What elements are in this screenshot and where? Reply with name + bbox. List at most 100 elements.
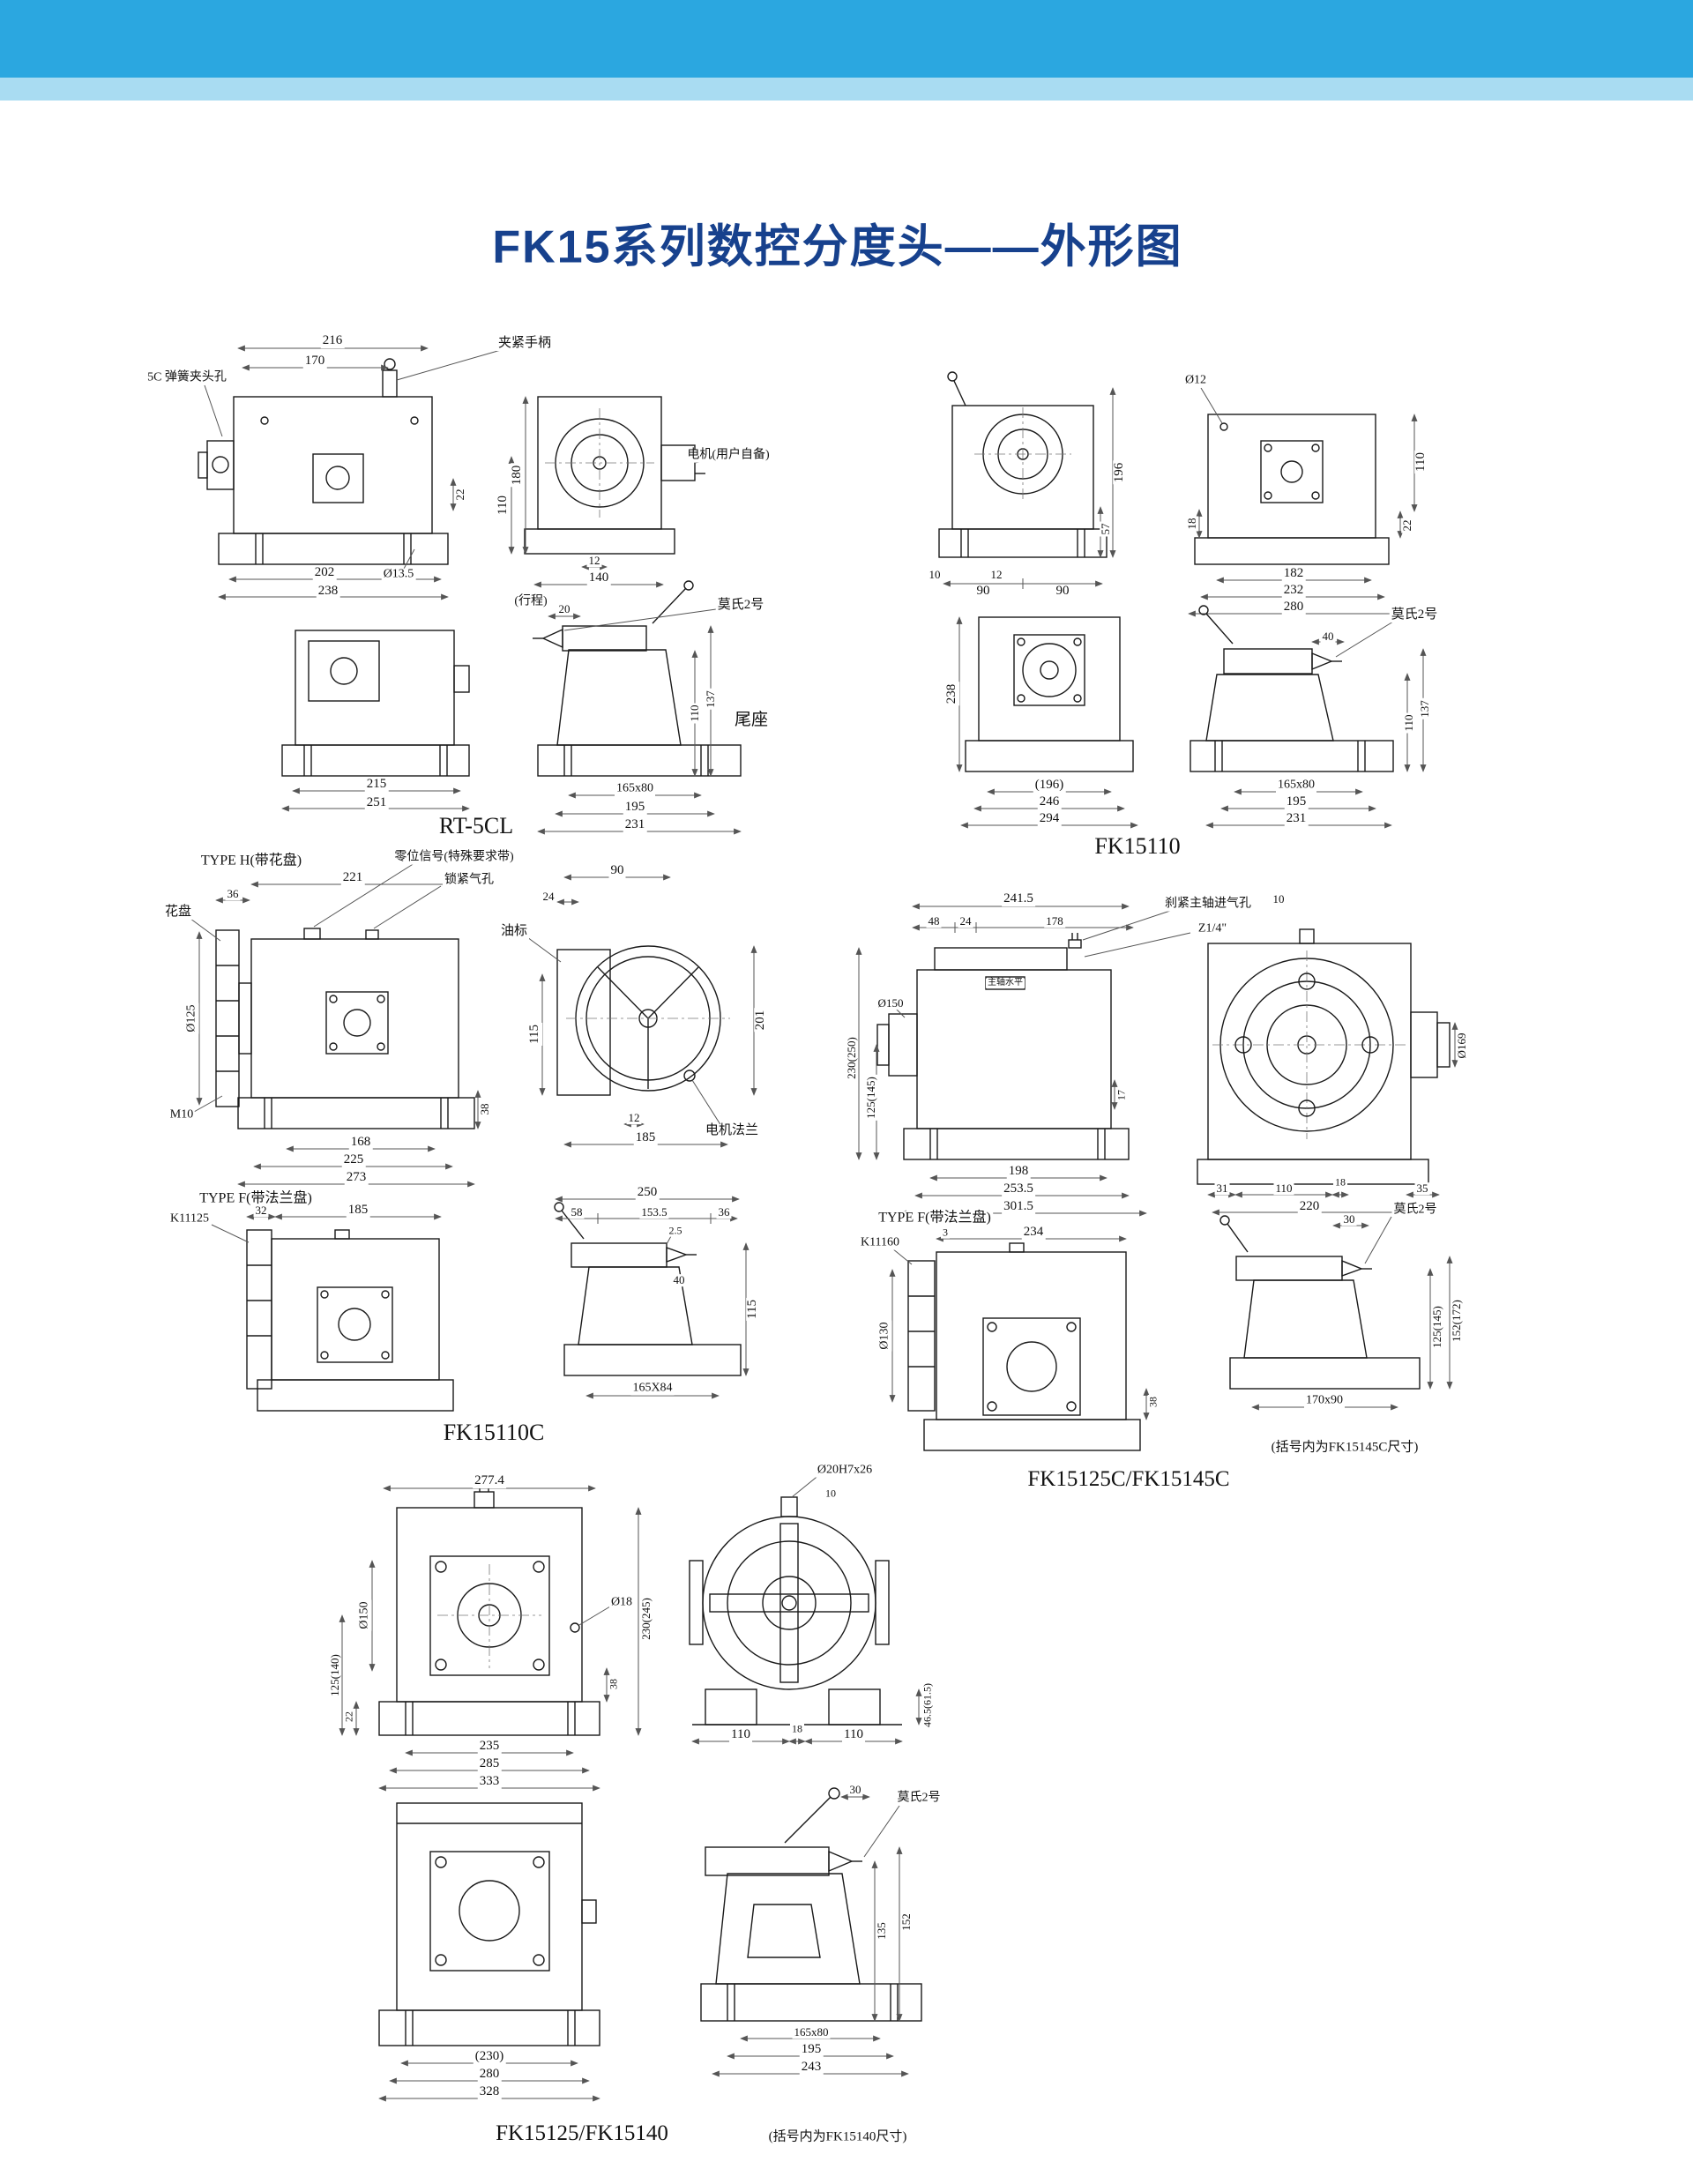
label-travel: (行程) [512,594,549,609]
dim-label: 178 [1044,914,1065,928]
dim-label: 277.4 [473,1473,506,1488]
dim-label: 12 [626,1111,642,1125]
fk15125c-chuck-view [907,1242,1141,1451]
dim-label: 196 [1112,460,1127,485]
drawing-caption: RT-5CL [438,813,514,839]
dim-label: 38 [478,1101,492,1117]
dim-label: 3 [941,1226,950,1239]
dim-label: 225 [341,1152,366,1167]
dim-label: 110 [496,494,511,517]
dim-label: 125(145) [1430,1304,1444,1350]
fk15125-rear-view [378,1802,600,2046]
dim-label: 137 [1418,698,1432,719]
dim-label: 17 [1115,1088,1128,1102]
dim-label: 110 [842,1727,865,1742]
dim-label: 12 [586,554,602,568]
dim-label: Ø125 [184,1003,199,1034]
dim-label: (196) [1033,778,1066,793]
dim-label: 180 [510,463,525,488]
dim-label: 301.5 [1002,1199,1035,1214]
dim-label: 230(250) [845,1035,859,1081]
dim-label: Ø130 [877,1320,892,1352]
dim-label: 238 [316,584,340,599]
dim-label: (230) [473,2049,506,2064]
dim-label: 46.5(61.5) [921,1681,934,1729]
dim-label: M10 [168,1107,196,1122]
fk15125-tailstock-view [700,1787,922,2022]
label-thread-z-quarter: Z1/4" [1196,921,1229,936]
dim-label: 38 [1146,1395,1160,1409]
dim-label: 36 [225,887,241,901]
label-morse-no2: 莫氏2号 [715,598,766,613]
label-oil-gauge: 油标 [498,924,530,939]
dim-label: 195 [623,800,647,815]
dim-label: 125(140) [328,1652,342,1698]
fk15125c-tailstock-view [1219,1215,1421,1390]
dim-label: 18 [1185,516,1199,532]
dim-label: 18 [790,1722,804,1735]
dim-label: 58 [569,1205,585,1219]
fk15125c-drawing-svg [855,903,1458,1451]
dim-label: 231 [1284,811,1309,826]
label-type-h: TYPE H(带花盘) [198,853,304,869]
dim-label: 22 [342,1710,355,1724]
dim-label: 110 [1402,712,1416,734]
rt5cl-drawing-svg [198,345,742,835]
dim-label: 220 [1297,1199,1322,1214]
drawing-caption: FK15110 [1094,833,1181,859]
dim-label: 18 [1333,1175,1347,1189]
fk15110-tailstock-view [1190,605,1394,772]
fk15110-side-view [1194,414,1390,565]
dim-label: 40 [671,1273,687,1287]
dim-label: 152 [899,1912,914,1933]
dim-label: 38 [607,1677,620,1691]
label-tailstock: 尾座 [732,711,771,730]
fk15110-front-view [938,371,1108,558]
dim-label: 57 [1099,521,1113,537]
dim-label: 235 [477,1739,502,1754]
fk15110-rear-view [965,616,1134,772]
dim-label: 294 [1037,811,1062,826]
label-spindle-clamp-air-inlet: 刹紧主轴进气孔 [1163,897,1253,912]
dim-label: 165x80 [615,781,655,796]
rt5cl-front-view [198,358,449,565]
label-morse-no2: 莫氏2号 [895,1791,943,1806]
dim-label: 40 [1320,630,1336,644]
drawing-caption: FK15125C/FK15145C [1027,1467,1230,1491]
dim-label: 90 [1054,584,1071,599]
dim-label: 231 [623,817,647,832]
dim-label: 110 [729,1727,752,1742]
dim-label: 333 [477,1774,502,1789]
dim-label: Ø18 [608,1595,635,1610]
dim-label: 280 [477,2067,502,2082]
dim-label: 20 [556,602,572,616]
dim-label: 202 [312,565,337,580]
dim-label: 140 [586,570,611,585]
dim-label: 165X84 [630,1381,675,1396]
dim-label: 170 [302,354,327,369]
dim-label: 135 [875,1920,889,1942]
dim-label: 328 [477,2084,502,2099]
dim-label: 48 [926,914,942,928]
dim-label: 221 [340,870,365,885]
dim-label: 251 [364,795,389,810]
drawing-caption: FK15110C [443,1420,545,1445]
fk15110c-faceplate-view [215,928,475,1129]
label-5c-collet-hole: 5C 弹簧夹头孔 [145,370,228,385]
dim-label: 153.5 [639,1205,669,1219]
dim-label: 115 [527,1023,542,1046]
fk15110c-flange-view [246,1229,454,1412]
dim-label: Ø13.5 [381,567,416,582]
dim-label: 273 [344,1170,369,1185]
dim-label: 31 [1214,1181,1230,1196]
dim-label: 215 [364,777,389,792]
label-type-f: TYPE F(带法兰盘) [198,1190,314,1207]
dim-label: 24 [541,890,556,904]
rt5cl-side-view [524,396,705,555]
dim-label: 35 [1414,1181,1430,1196]
